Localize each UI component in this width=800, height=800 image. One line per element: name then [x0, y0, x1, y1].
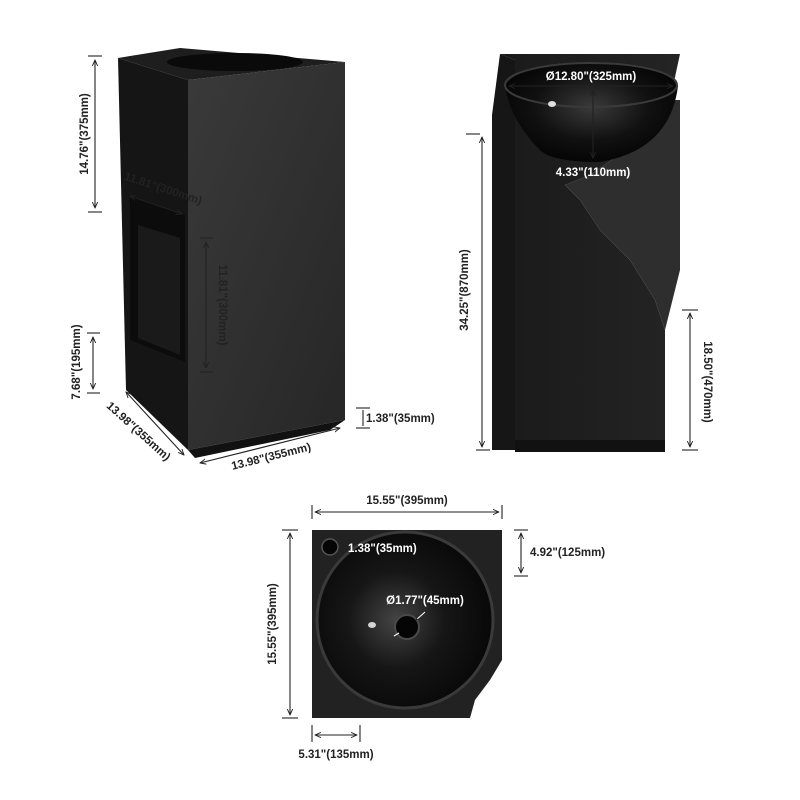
side-cut-height-label: 18.50"(470mm) — [701, 341, 713, 423]
top-drain-diameter-label: Ø1.77"(45mm) — [386, 595, 464, 607]
front-top-height-label: 14.76"(375mm) — [79, 93, 91, 175]
top-width-label: 15.55"(395mm) — [366, 495, 448, 507]
side-view-pedestal — [492, 54, 680, 452]
front-lower-height-label: 7.68"(195mm) — [71, 324, 83, 399]
side-bowl-depth-label: 4.33"(110mm) — [556, 167, 631, 179]
front-niche-height-label: 11.81"(300mm) — [216, 265, 228, 346]
front-plinth-height-label: 1.38"(35mm) — [366, 413, 435, 425]
top-view-dimensions: 15.55"(395mm) 15.55"(395mm) 1.38"(35mm) … — [267, 495, 605, 761]
top-view-bowl-rim — [315, 530, 495, 710]
side-view-dimensions: Ø12.80"(325mm) 4.33"(110mm) 34.25"(870mm… — [459, 71, 713, 451]
side-pedestal-cut-face — [565, 100, 680, 330]
top-right-offset-label: 4.92"(125mm) — [530, 547, 605, 559]
side-pedestal-left-face — [492, 54, 515, 450]
front-niche-inner — [138, 225, 180, 355]
side-bowl-diameter-label: Ø12.80"(325mm) — [546, 71, 637, 83]
front-pedestal-bowl-opening — [167, 53, 303, 71]
front-pedestal-front-face — [188, 62, 345, 450]
side-total-height-label: 34.25"(870mm) — [459, 249, 471, 331]
top-view-drain — [394, 614, 420, 640]
top-view-pedestal — [312, 530, 502, 718]
side-bowl-highlight — [548, 101, 556, 107]
top-view-faucet-hole — [321, 538, 339, 556]
top-faucet-hole-label: 1.38"(35mm) — [348, 543, 417, 555]
top-view-bowl-highlight — [368, 622, 376, 628]
front-view-pedestal — [118, 48, 345, 458]
side-pedestal-plinth — [515, 440, 665, 452]
top-depth-label: 15.55"(395mm) — [267, 583, 279, 665]
top-bottom-offset-label: 5.31"(135mm) — [298, 749, 373, 761]
